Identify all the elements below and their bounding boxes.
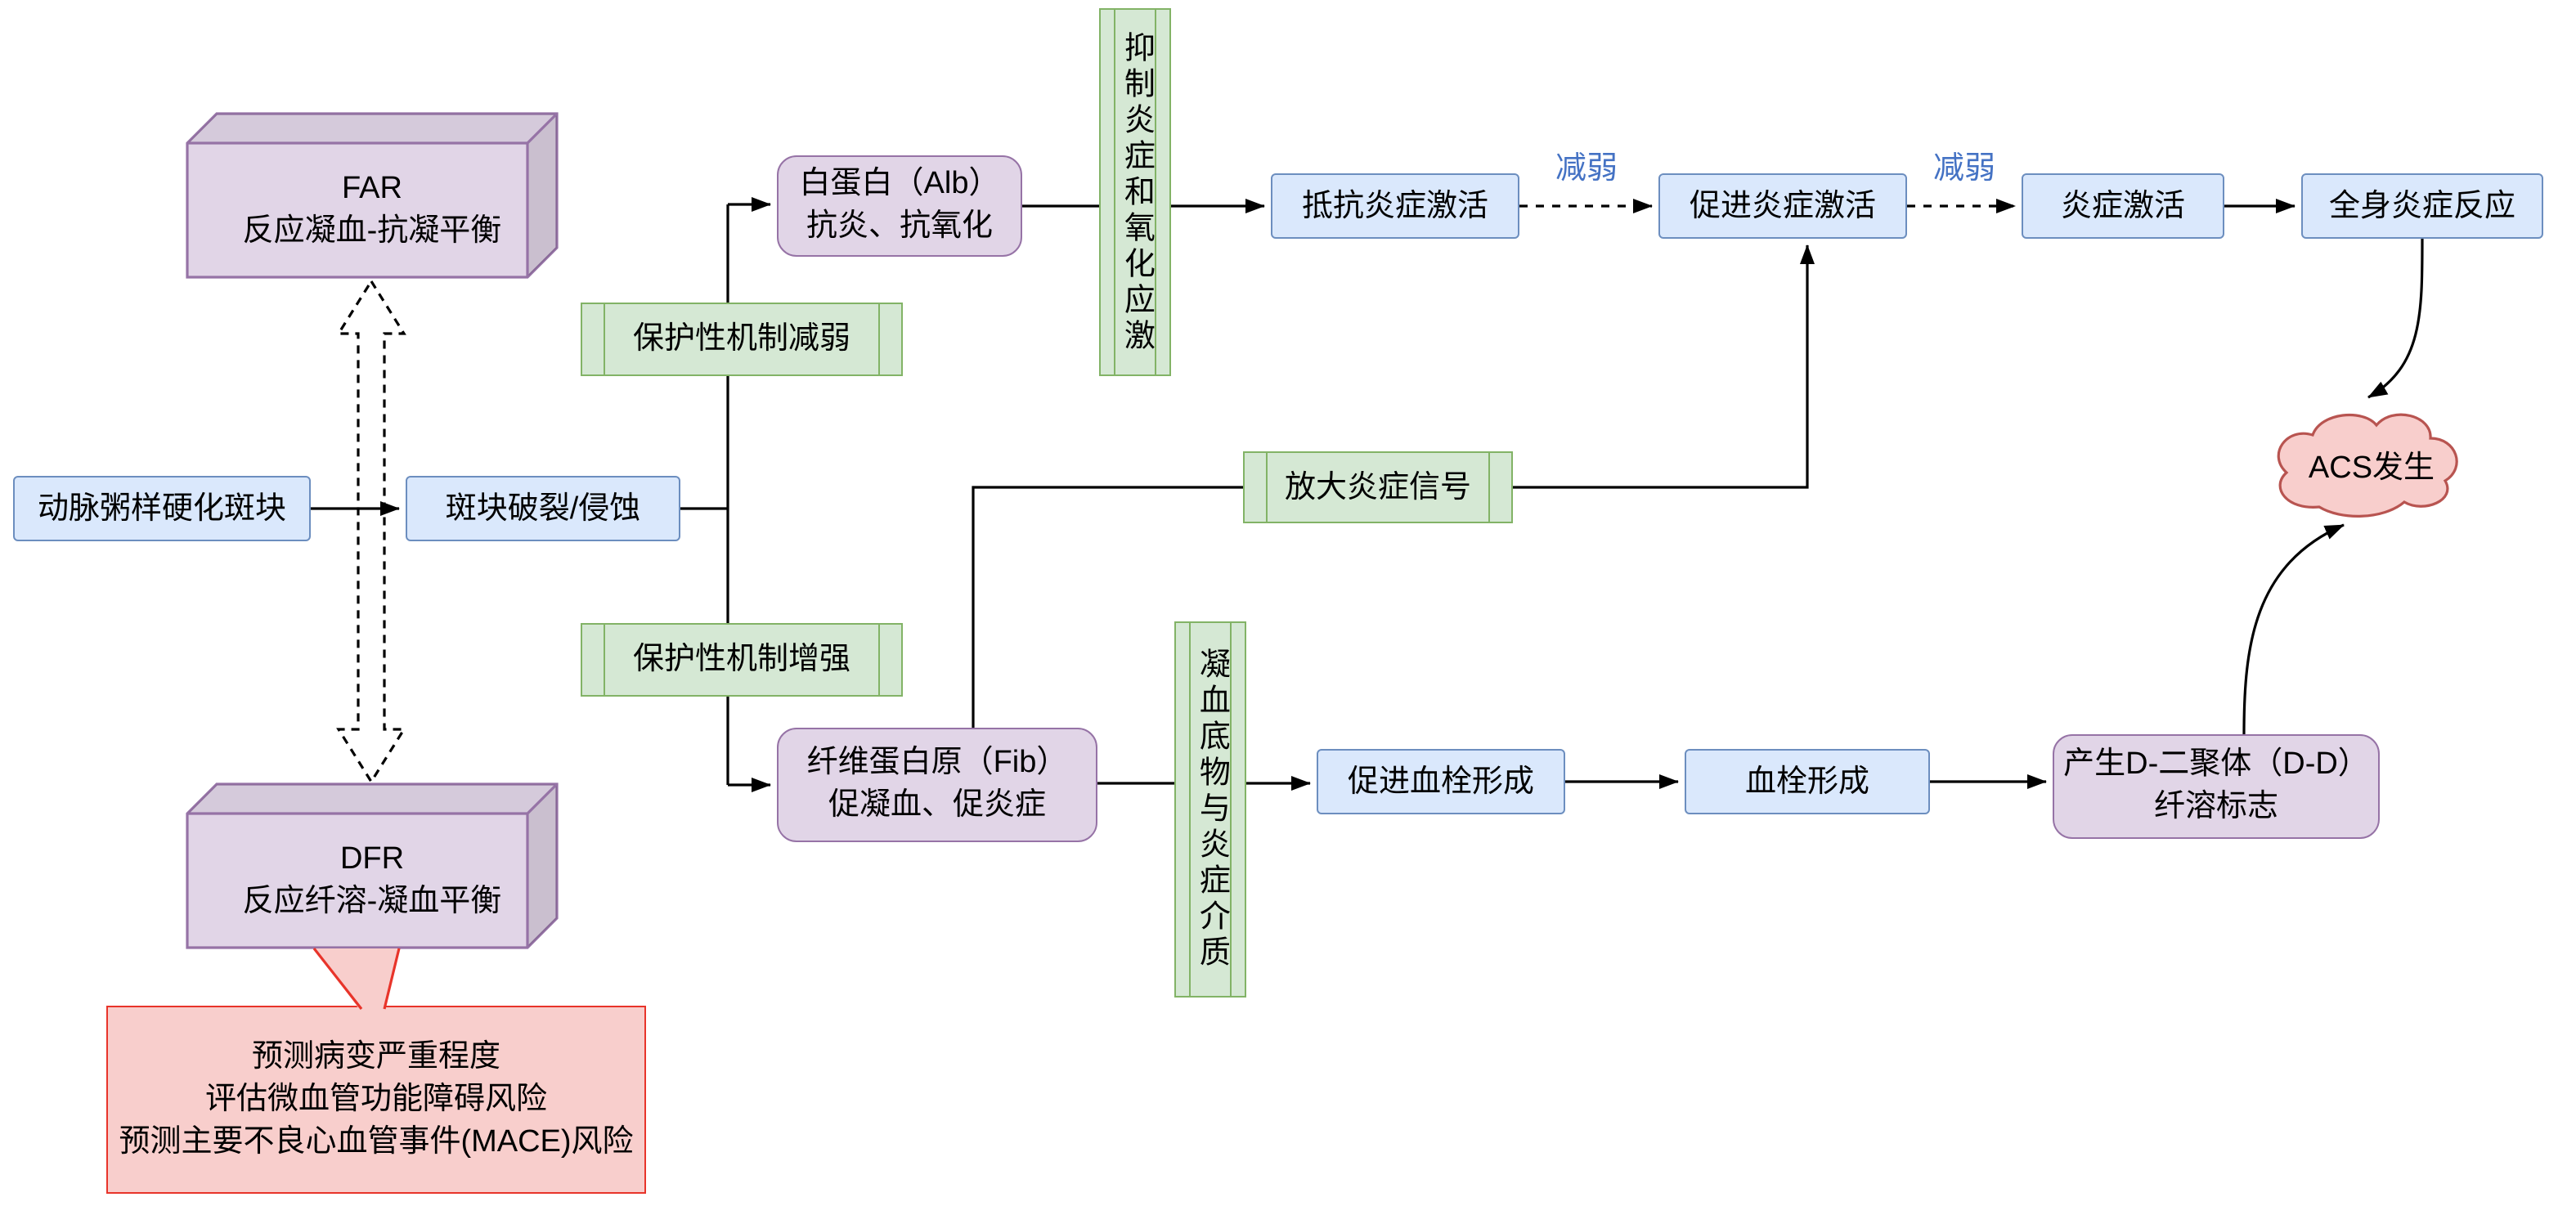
coagulation-substrate-label: 凝血底物与炎症介质 <box>1194 648 1229 971</box>
inflammation-activation-label: 炎症激活 <box>2060 189 2185 223</box>
thrombus-node: 血栓形成 <box>1685 749 1930 814</box>
ddimer-node: 产生D-二聚体（D-D） 纤溶标志 <box>2053 734 2380 839</box>
plaque-label: 动脉粥样硬化斑块 <box>37 491 286 526</box>
mechanism-strengthen-node: 保护性机制增强 <box>581 623 903 697</box>
systemic-inflammation-label: 全身炎症反应 <box>2328 189 2515 223</box>
promote-activation-label: 促进炎症激活 <box>1689 189 1876 223</box>
albumin-line2: 抗炎、抗氧化 <box>806 209 993 244</box>
albumin-node: 白蛋白（Alb） 抗炎、抗氧化 <box>777 155 1022 257</box>
inflammation-activation-node: 炎症激活 <box>2022 173 2224 239</box>
balance-doublearrow-icon <box>336 278 406 785</box>
resist-activation-label: 抵抗炎症激活 <box>1301 189 1488 223</box>
inhibit-inflammation-label: 抑制炎症和氧化应激 <box>1119 30 1154 354</box>
ddimer-line2: 纤溶标志 <box>2153 790 2278 824</box>
weaken-label-2: 减弱 <box>1932 152 1995 186</box>
acs-label: ACS发生 <box>2308 451 2435 485</box>
fibrinogen-node: 纤维蛋白原（Fib） 促凝血、促炎症 <box>777 728 1097 842</box>
plaque-node: 动脉粥样硬化斑块 <box>13 476 311 541</box>
far-subtitle: 反应凝血-抗凝平衡 <box>242 214 502 249</box>
thrombus-label: 血栓形成 <box>1744 764 1869 799</box>
far-node: FAR 反应凝血-抗凝平衡 <box>188 144 556 278</box>
promote-activation-node: 促进炎症激活 <box>1658 173 1907 239</box>
callout-line-3: 预测主要不良心血管事件(MACE)风险 <box>119 1124 634 1159</box>
systemic-inflammation-node: 全身炎症反应 <box>2301 173 2543 239</box>
fibrinogen-line2: 促凝血、促炎症 <box>828 788 1046 823</box>
prediction-callout: 预测病变严重程度 评估微血管功能障碍风险 预测主要不良心血管事件(MACE)风险 <box>106 1006 646 1194</box>
dfr-cube <box>186 782 559 949</box>
acs-cloud-node: ACS发生 <box>2265 406 2478 523</box>
far-title: FAR <box>342 172 402 206</box>
weaken-label-1: 减弱 <box>1555 152 1618 186</box>
rupture-label: 斑块破裂/侵蚀 <box>445 491 641 526</box>
albumin-line1: 白蛋白（Alb） <box>799 167 1000 201</box>
coagulation-substrate-node: 凝血底物与炎症介质 <box>1174 621 1246 998</box>
callout-pointer-icon <box>312 948 401 1012</box>
resist-activation-node: 抵抗炎症激活 <box>1271 173 1519 239</box>
acs-cloud-icon <box>2277 413 2458 518</box>
rupture-node: 斑块破裂/侵蚀 <box>406 476 680 541</box>
callout-line-2: 评估微血管功能障碍风险 <box>204 1082 547 1116</box>
mechanism-weaken-label: 保护性机制减弱 <box>632 322 850 356</box>
dfr-subtitle: 反应纤溶-凝血平衡 <box>242 885 502 919</box>
promote-thrombus-node: 促进血栓形成 <box>1317 749 1565 814</box>
far-cube <box>186 112 559 279</box>
amplify-signal-label: 放大炎症信号 <box>1284 470 1471 504</box>
inhibit-inflammation-node: 抑制炎症和氧化应激 <box>1099 8 1171 376</box>
dfr-node: DFR 反应纤溶-凝血平衡 <box>188 814 556 948</box>
fibrinogen-line1: 纤维蛋白原（Fib） <box>806 746 1068 780</box>
promote-thrombus-label: 促进血栓形成 <box>1347 764 1534 799</box>
ddimer-line1: 产生D-二聚体（D-D） <box>2063 747 2369 782</box>
callout-line-1: 预测病变严重程度 <box>251 1039 500 1074</box>
dfr-title: DFR <box>339 842 405 877</box>
mechanism-weaken-node: 保护性机制减弱 <box>581 303 903 376</box>
mechanism-strengthen-label: 保护性机制增强 <box>632 643 850 677</box>
amplify-signal-node: 放大炎症信号 <box>1243 451 1513 523</box>
